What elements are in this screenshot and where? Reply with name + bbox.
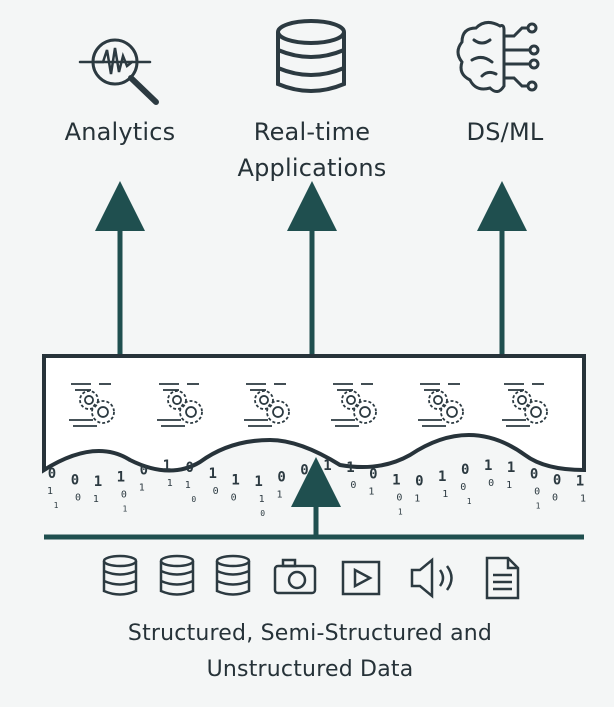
binary-digit: 1 (277, 489, 283, 500)
source-caption: Structured, Semi-Structured and Unstruct… (40, 616, 580, 688)
binary-digit: 0 (75, 492, 81, 503)
binary-digit: 1 (259, 494, 265, 505)
binary-digit: 0 (460, 482, 466, 493)
output-label-realtime: Real-time Applications (212, 114, 412, 186)
gears-icon (418, 383, 464, 427)
binary-digit: 1 (231, 472, 239, 488)
binary-digit: 1 (506, 480, 512, 491)
binary-digit: 1 (368, 486, 374, 497)
output-label-realtime-line1: Real-time (253, 118, 371, 146)
binary-digit: 0 (191, 495, 196, 504)
binary-digit: 1 (580, 494, 586, 505)
binary-digit: 1 (442, 489, 448, 500)
binary-digit: 1 (467, 497, 472, 506)
binary-digit: 1 (208, 466, 216, 482)
binary-digit: 1 (139, 482, 145, 493)
gears-icon (244, 383, 290, 427)
binary-digit: 0 (300, 462, 308, 478)
binary-digit: 1 (322, 478, 328, 489)
output-label-analytics: Analytics (64, 118, 176, 146)
database-icon-output (276, 19, 346, 93)
binary-digit: 1 (398, 507, 403, 516)
binary-digit: 1 (346, 460, 354, 476)
binary-digit: 0 (369, 466, 377, 482)
binary-digit: 1 (122, 504, 127, 513)
binary-digit: 0 (140, 462, 148, 478)
binary-digit: 1 (536, 501, 541, 510)
binary-digit: 0 (415, 474, 423, 490)
binary-digit: 0 (260, 509, 265, 518)
video-play-icon (341, 560, 381, 596)
database-icon (215, 554, 251, 596)
gears-icon (69, 383, 115, 427)
binary-digit: 0 (305, 482, 311, 493)
binary-digit: 1 (484, 458, 492, 474)
binary-digit: 1 (254, 474, 262, 490)
binary-digit: 1 (392, 472, 400, 488)
gears-icon (502, 383, 548, 427)
camera-icon (273, 558, 317, 595)
database-icon (102, 554, 138, 596)
binary-digit: 1 (576, 474, 584, 490)
binary-digit: 1 (117, 469, 125, 485)
binary-digit: 1 (167, 478, 173, 489)
binary-digit: 0 (213, 486, 219, 497)
binary-digit: 1 (47, 486, 53, 497)
binary-digit: 0 (186, 460, 194, 476)
binary-digit: 0 (553, 473, 561, 489)
binary-digit: 0 (552, 493, 558, 504)
brain-circuit-icon (456, 21, 540, 93)
output-label-realtime-line2: Applications (237, 154, 387, 182)
binary-digit: 1 (507, 460, 515, 476)
binary-digit: 1 (94, 474, 102, 490)
binary-digit: 1 (93, 494, 99, 505)
processing-frame (42, 354, 586, 474)
binary-digit: 0 (231, 492, 237, 503)
output-label-dsml: DS/ML (466, 118, 544, 146)
binary-digit: 0 (121, 489, 127, 500)
binary-digit: 1 (414, 494, 420, 505)
binary-digit: 0 (461, 462, 469, 478)
gears-icon (157, 383, 203, 427)
audio-speaker-icon (410, 557, 453, 599)
binary-digit: 0 (277, 469, 285, 485)
binary-digit: 1 (163, 458, 171, 474)
binary-digit: 0 (350, 480, 356, 491)
binary-digit: 0 (396, 492, 402, 503)
binary-digit: 0 (530, 466, 538, 482)
source-caption-line2: Unstructured Data (206, 657, 414, 682)
binary-digit: 1 (438, 469, 446, 485)
document-icon (485, 556, 520, 600)
gears-icon (331, 383, 377, 427)
database-icon (159, 554, 195, 596)
binary-digit: 1 (185, 480, 191, 491)
engine-icons (69, 383, 548, 427)
analytics-icon (78, 38, 159, 105)
binary-digit: 1 (329, 493, 334, 502)
binary-digit: 1 (323, 458, 331, 474)
source-caption-line1: Structured, Semi-Structured and (127, 621, 493, 646)
binary-digit: 1 (54, 501, 59, 510)
binary-digit: 0 (488, 478, 494, 489)
binary-digit: 0 (48, 466, 56, 482)
binary-digit: 0 (71, 472, 79, 488)
binary-digit: 0 (534, 486, 540, 497)
